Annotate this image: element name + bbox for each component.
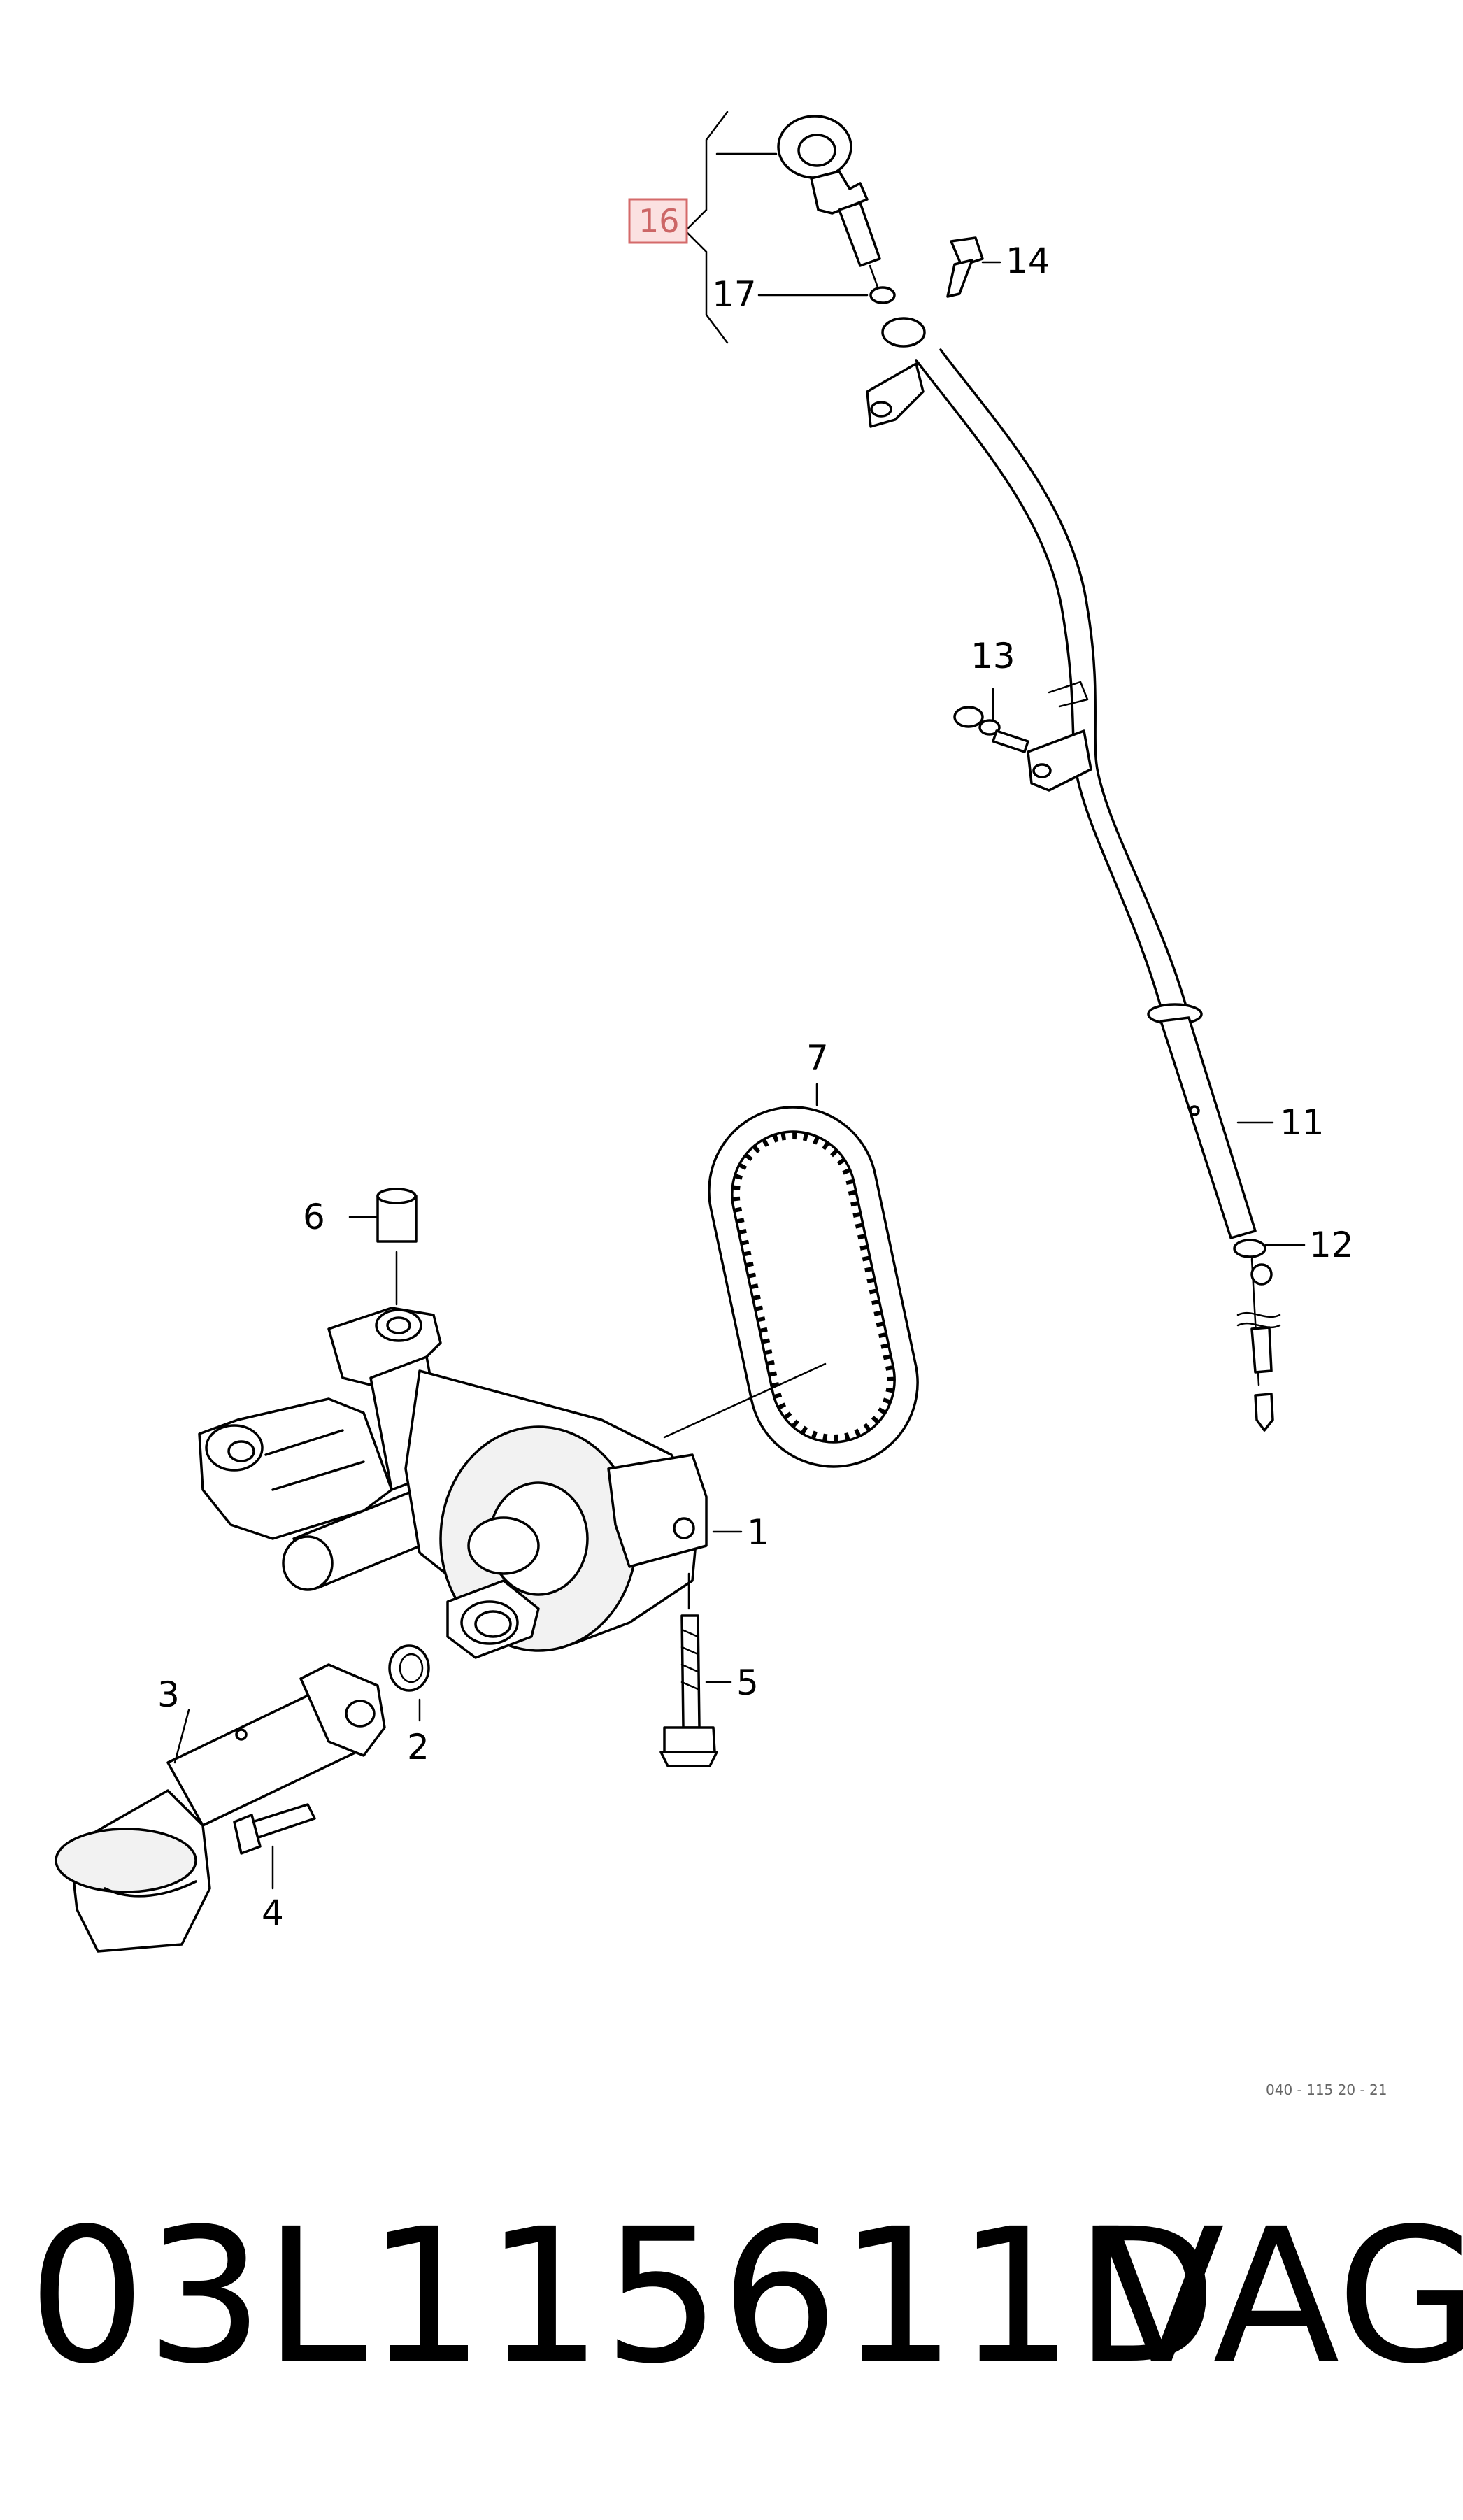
- callout-16-highlight: [628, 198, 688, 244]
- toothed-belt-7: [708, 1106, 919, 1468]
- upper-bracket: [866, 362, 925, 428]
- callout-7: 7: [806, 1038, 829, 1079]
- callout-6: 6: [303, 1197, 325, 1237]
- callout-14: 14: [1006, 241, 1050, 281]
- o-ring-17: [869, 286, 896, 304]
- part-number: 03L115611D: [28, 2189, 1218, 2405]
- callout-12: 12: [1309, 1225, 1354, 1265]
- callout-17: 17: [712, 274, 757, 315]
- sleeve-6: [376, 1188, 418, 1243]
- dipstick-handle: [777, 115, 896, 304]
- callout-16[interactable]: 16: [638, 202, 680, 240]
- bolt-13: [953, 706, 1029, 753]
- brand-name: VAG: [1098, 2189, 1463, 2405]
- lower-tube: [1159, 1016, 1257, 1239]
- callout-4: 4: [262, 1893, 284, 1933]
- callout-13: 13: [971, 636, 1015, 676]
- bolt-14: [946, 236, 984, 298]
- callout-3: 3: [157, 1674, 180, 1715]
- tube-collar: [881, 317, 926, 348]
- o-ring-12: [1233, 1239, 1266, 1258]
- dipstick-tube: [866, 317, 1281, 1432]
- leader-lines: [173, 111, 1306, 1890]
- mid-bracket: [1027, 729, 1092, 792]
- callout-11: 11: [1280, 1102, 1325, 1143]
- drawing-reference-number: 040 - 115 20 - 21: [1266, 2081, 1387, 2098]
- callout-5: 5: [736, 1663, 759, 1703]
- suction-pipe-3: [55, 1663, 386, 1953]
- callout-labels: 1 2 3 4 5 6 7 11 12 13 14 16 17: [157, 198, 1354, 1933]
- bolt-4: [233, 1803, 316, 1855]
- bolt-5: [659, 1614, 718, 1767]
- oil-pump-1: [198, 1307, 708, 1659]
- callout-1: 1: [747, 1512, 769, 1553]
- callout-2: 2: [407, 1727, 429, 1767]
